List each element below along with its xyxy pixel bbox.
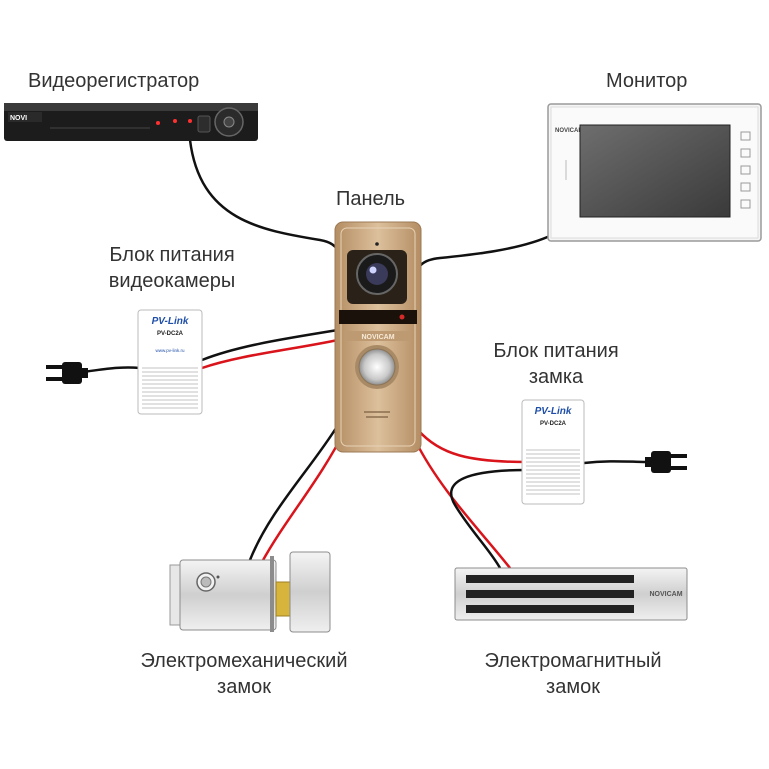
wire-psu-camera-red [201, 338, 339, 370]
call-panel-device: NOVICAM [334, 221, 422, 453]
psu-lock-model: PV-DC2A [540, 421, 567, 427]
psu-lock-device: PV-Link PV-DC2A [521, 399, 585, 505]
electromechanical-lock-device [169, 551, 331, 633]
wire-psu-camera-plug [81, 366, 141, 374]
label-electromagnetic-lock: Электромагнитный замок [484, 650, 662, 698]
panel-brand: NOVICAM [361, 334, 394, 341]
dvr-device: NOVI [4, 103, 258, 141]
wire-psulock-maglock-black [449, 468, 528, 569]
plug-right-icon [645, 451, 687, 473]
label-dvr: Видеорегистратор [28, 70, 200, 92]
wire-monitor-panel [414, 233, 553, 276]
label-monitor: Монитор [606, 70, 688, 92]
wire-panel-maglock-red [413, 439, 511, 569]
label-psu-camera: Блок питания видеокамеры [108, 244, 236, 292]
monitor-brand: NOVICAM [555, 128, 583, 134]
electromagnetic-lock-device: NOVICAM [454, 567, 688, 621]
label-panel: Панель [336, 188, 406, 210]
wire-panel-emlock-red [260, 429, 347, 563]
wire-psu-camera-black [201, 328, 339, 362]
dvr-brand: NOVI [10, 115, 27, 122]
wire-panel-emlock-black [248, 424, 340, 561]
psu-camera-brand: PV-Link [152, 316, 189, 327]
psu-camera-model: PV-DC2A [157, 331, 184, 337]
label-psu-lock: Блок питания замка [493, 340, 619, 388]
maglock-brand: NOVICAM [649, 591, 682, 598]
psu-lock-brand: PV-Link [535, 406, 572, 417]
psu-camera-url: www.pv-link.ru [155, 348, 185, 353]
monitor-device: NOVICAM [547, 103, 762, 242]
plug-left-icon [46, 362, 88, 384]
label-electromechanical-lock: Электромеханический замок [140, 650, 348, 698]
psu-camera-device: PV-Link PV-DC2A www.pv-link.ru [137, 309, 203, 415]
wire-psu-lock-plug [583, 460, 651, 465]
wire-panel-psulock-red [417, 429, 528, 464]
